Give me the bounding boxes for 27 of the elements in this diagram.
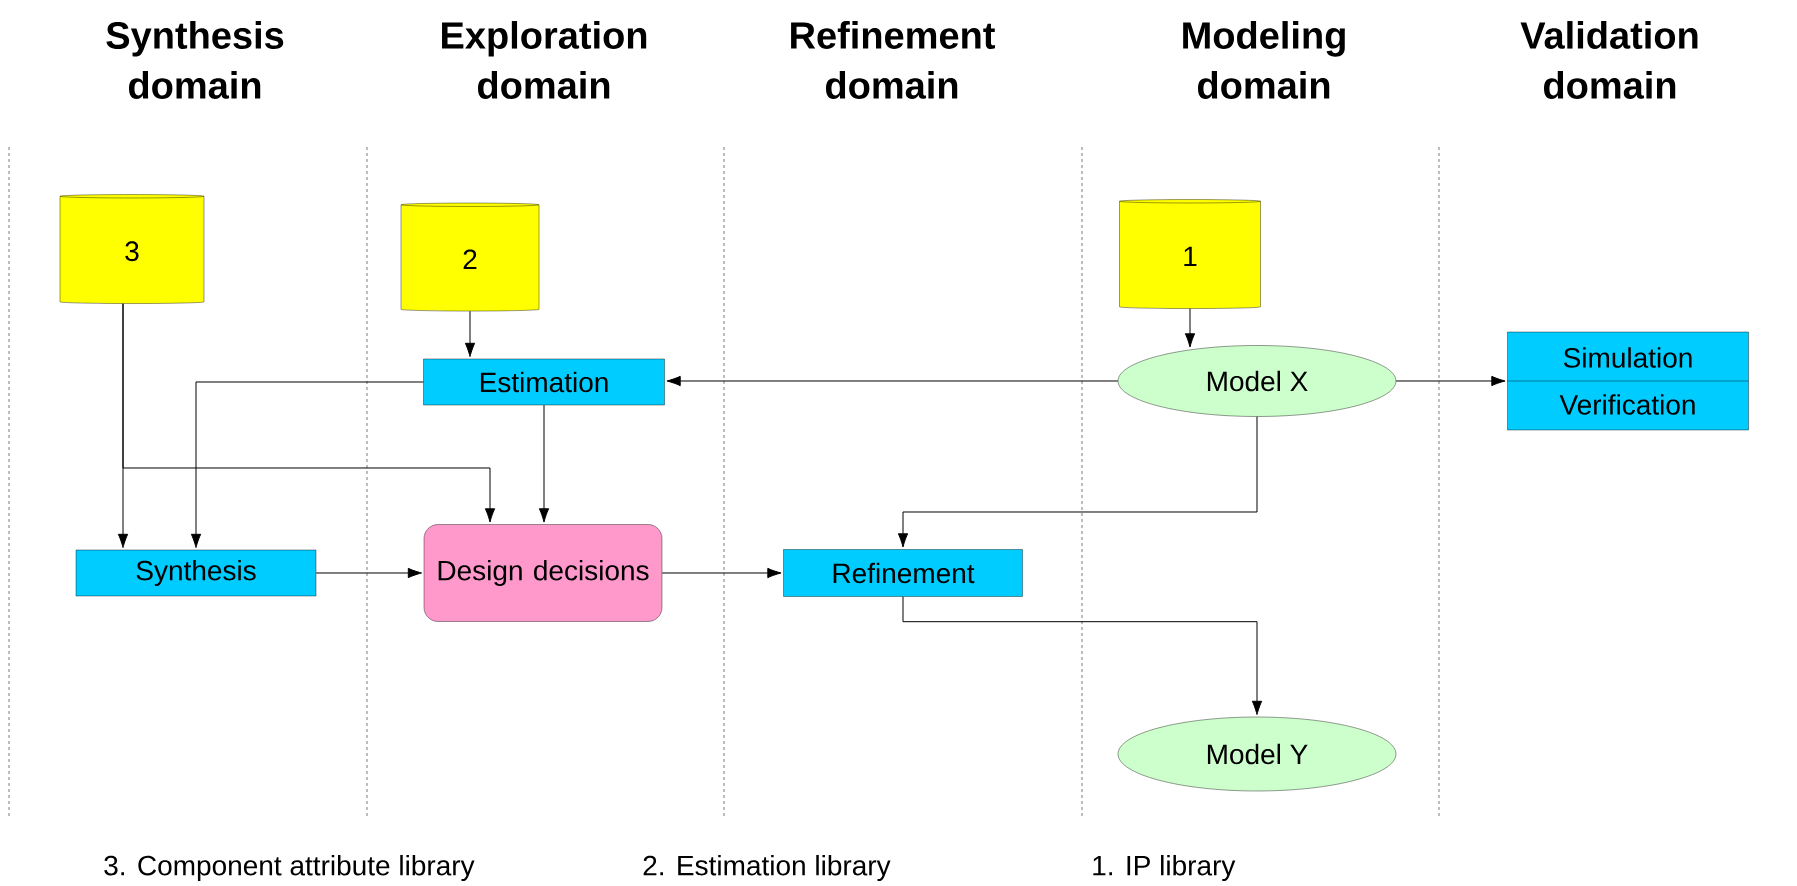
column-heading: Exploration domain xyxy=(442,21,647,99)
column-heading: Modeling domain xyxy=(1183,21,1345,99)
arrow xyxy=(897,416,1258,548)
database-cylinder: 1 xyxy=(1119,199,1261,309)
arrow xyxy=(464,310,476,358)
arrow xyxy=(1184,308,1196,348)
arrow xyxy=(122,303,496,523)
database-cylinder: 2 xyxy=(400,202,540,312)
arrow xyxy=(661,567,782,579)
arrow xyxy=(538,404,550,523)
database-cylinder: 3 xyxy=(59,194,205,304)
process-box: Synthesis xyxy=(75,549,317,597)
arrow xyxy=(315,567,423,579)
arrow xyxy=(1395,375,1506,387)
column-heading: Validation domain xyxy=(1520,21,1698,99)
process-box: Refinement xyxy=(783,549,1023,597)
column-heading: Refinement domain xyxy=(791,21,995,99)
process-box: Simulation Verification xyxy=(1507,331,1749,431)
process-box: Estimation xyxy=(423,358,665,406)
column-heading: Synthesis domain xyxy=(106,21,284,99)
arrow xyxy=(190,381,424,549)
library-note: 3. Component attribute library xyxy=(104,854,475,882)
arrow xyxy=(902,596,1263,716)
arrow xyxy=(666,375,1119,387)
decision-box: Design decisions xyxy=(423,524,663,622)
library-note: 2. Estimation library xyxy=(643,854,891,882)
library-note: 1. IP library xyxy=(1093,854,1236,882)
